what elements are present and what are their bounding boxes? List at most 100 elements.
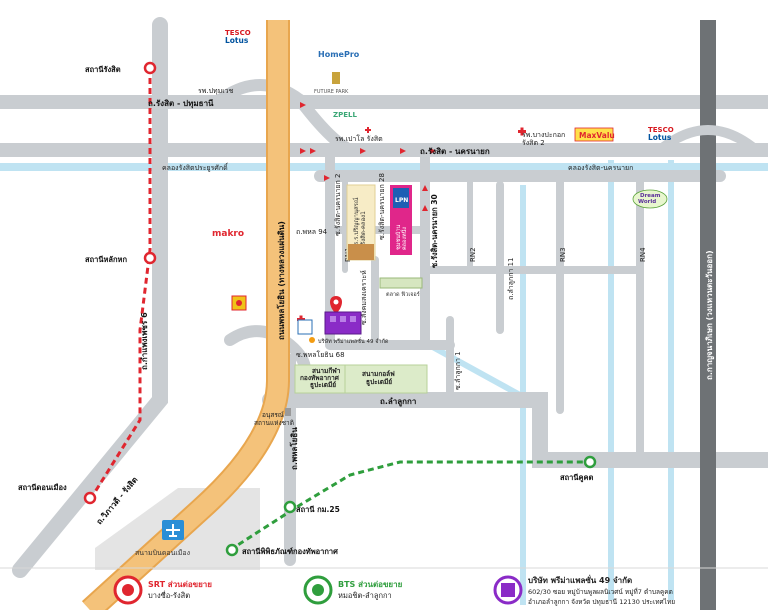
label-road-phahon-68: ซ.พหลโยธิน 68 xyxy=(296,350,345,359)
bts-line xyxy=(229,460,590,552)
svg-text:ตลาด ฟิวเจอร์: ตลาด ฟิวเจอร์ xyxy=(386,291,420,298)
market-building: ตลาด ฟิวเจอร์ xyxy=(379,277,423,298)
legend-bts: BTS ส่วนต่อขยาย หมอชิต-ลำลูกกา xyxy=(303,575,403,605)
station-marker-don-mueang xyxy=(83,491,97,505)
station-marker-lak-hok xyxy=(143,251,157,265)
canal-vertical-3 xyxy=(668,160,674,600)
school-building: ร.ร.ปริญญานุสรณ์ รังสิต-คลอง1 xyxy=(346,184,376,261)
srt-line xyxy=(88,68,152,501)
label-hospital-paolo: รพ.เปาโล รังสิต xyxy=(335,134,383,143)
svg-text:หมอชิต-ลำลูกกา: หมอชิต-ลำลูกกา xyxy=(338,591,392,600)
label-station-rangsit: สถานีรังสิต xyxy=(85,65,121,74)
hospital-pathum-vech: รพ.ปทุมเวช xyxy=(198,87,234,95)
svg-text:FUTURE PARK: FUTURE PARK xyxy=(314,89,349,95)
svg-text:อำเภอลำลูกกา จังหวัด ปทุมธานี: อำเภอลำลูกกา จังหวัด ปทุมธานี 12130 ประเ… xyxy=(528,598,675,606)
interchange-rangsit xyxy=(214,79,306,106)
label-station-don-mueang: สถานีดอนเมือง xyxy=(18,483,67,492)
label-rangsit-canal: คลองรังสิตประยูรศักดิ์ xyxy=(162,162,229,172)
monument: อนุสรณ์ สถานแห่งชาติ xyxy=(254,408,294,427)
maxvalu-logo: MaxValu xyxy=(574,127,615,142)
label-road-lam-luk-ka: ถ.ลำลูกกา xyxy=(380,397,416,407)
station-marker-khu-khot xyxy=(583,455,597,469)
label-road-rangsit-nakhon-nayok: ถ.รังสิต - นครนายก xyxy=(420,147,490,156)
monument-icon xyxy=(285,408,291,416)
interchange-east xyxy=(656,125,760,154)
ramp-rangsit xyxy=(294,94,356,156)
traffic-arrows xyxy=(300,102,436,211)
legend: SRT ส่วนต่อขยาย บางซื่อ-รังสิต BTS ส่วนต… xyxy=(113,574,675,606)
future-park-logo: FUTURE PARK xyxy=(314,72,349,95)
legend-srt: SRT ส่วนต่อขยาย บางซื่อ-รังสิต xyxy=(113,575,212,605)
label-rn2: RN2 xyxy=(469,247,477,262)
label-airport: สนามบินดอนเมือง xyxy=(135,549,190,557)
road-vibhavadi xyxy=(12,17,168,578)
label-soi-rangsit-2: ซ.รังสิต-นครนายก 2 xyxy=(334,174,342,236)
rangsit-canal xyxy=(0,163,768,171)
label-station-khu-khot: สถานีคูคต xyxy=(560,473,593,483)
label-station-km25: สถานี กม.25 xyxy=(296,505,340,514)
tesco-lotus-logo-1: TESCO Lotus xyxy=(225,29,251,45)
label-road-phahonyothin: ถ.พหลโยธิน xyxy=(289,427,299,470)
label-road-lam-luk-ka-1: ซ.ลำลูกกา 1 xyxy=(454,351,462,390)
highway-phahonyothin xyxy=(83,20,288,610)
label-road-rangsit-30: ซ.รังสิต-นครนายก 30 xyxy=(430,194,439,268)
svg-text:TESCO: TESCO xyxy=(225,29,251,37)
label-station-lak-hok: สถานีหลักหก xyxy=(85,255,127,264)
station-marker-air-force-museum xyxy=(225,543,239,557)
station-markers xyxy=(83,61,597,557)
airport: สนามบินดอนเมือง xyxy=(135,520,190,557)
label-road-phahon-94: ถ.พหล 94 xyxy=(296,228,328,236)
makro-logo: makro xyxy=(212,229,244,239)
svg-text:MaxValu: MaxValu xyxy=(579,131,615,140)
legend-company: บริษัท พรีม่าแพลซั่น 49 จำกัด 602/30 ซอย… xyxy=(493,574,675,606)
svg-text:602/30 ซอย หมู่บ้านพูลผลนิเวศน: 602/30 ซอย หมู่บ้านพูลผลนิเวศน์ หมู่ที่7… xyxy=(528,587,673,596)
lpn-building: LPN ชุมชนบ้าน คลองหนึ่ง xyxy=(390,185,412,255)
svg-text:LPN: LPN xyxy=(395,197,408,204)
road-lam-luk-ka xyxy=(262,392,768,468)
stadium-area-2 xyxy=(344,364,428,394)
label-road-lam-luk-ka-11: ถ.ลำลูกกา 11 xyxy=(507,257,515,300)
label-rn4: RN4 xyxy=(639,247,647,262)
label-hospital-pathum-vech: รพ.ปทุมเวช xyxy=(198,87,234,95)
svg-text:SRT ส่วนต่อขยาย: SRT ส่วนต่อขยาย xyxy=(148,580,212,589)
label-soi-rangsit-28: ซ.รังสิต-นครนายก 28 xyxy=(378,173,386,240)
label-station-air-force-museum: สถานีพิพิธภัณฑ์กองทัพอากาศ xyxy=(242,547,338,556)
z-brand-icon xyxy=(297,319,313,335)
company-dot xyxy=(309,337,315,343)
svg-text:บริษัท พรีม่าแพลซั่น 49 จำกัด: บริษัท พรีม่าแพลซั่น 49 จำกัด xyxy=(528,574,632,585)
homepro-logo: HomePro xyxy=(318,50,360,59)
svg-text:BTS ส่วนต่อขยาย: BTS ส่วนต่อขยาย xyxy=(338,580,403,589)
tesco-lotus-logo-2: TESCO Lotus xyxy=(648,126,674,142)
location-pin-icon xyxy=(330,296,342,314)
station-marker-rangsit xyxy=(143,61,157,75)
label-road-kanchanaphisek: ถ.กาญจนาภิเษก (วงแหวนตะวันออก) xyxy=(705,250,715,380)
expressway-kanchanaphisek xyxy=(700,20,716,610)
big-c-icon xyxy=(231,295,247,311)
station-marker-km25 xyxy=(283,500,297,514)
label-company-pin: บริษัท พรีม่าแพลซั่น 49 จำกัด xyxy=(318,337,389,345)
label-road-rangsit-pathum: ถ.รังสิต - ปทุมธานี xyxy=(148,98,214,109)
canal-vertical-2 xyxy=(608,160,614,600)
company-location: บริษัท พรีม่าแพลซั่น 49 จำกัด xyxy=(309,296,389,345)
svg-text:Lotus: Lotus xyxy=(648,133,672,142)
svg-text:Lotus: Lotus xyxy=(225,36,249,45)
svg-text:ชุมชนบ้าน คลองหนึ่ง: ชุมชนบ้าน คลองหนึ่ง xyxy=(395,223,408,250)
svg-text:บางซื่อ-รังสิต: บางซื่อ-รังสิต xyxy=(148,590,190,600)
company-building-icon xyxy=(324,311,362,335)
label-road-main-vertical: ถนนพหลโยธิน (ทางหลวงแผ่นดิน) xyxy=(276,221,286,340)
dream-world-logo: Dream World xyxy=(632,189,668,209)
svg-text:ร.ร.ปริญญานุสรณ์ รังสิต-: ร.ร.ปริญญานุสรณ์ รังสิต-คลอง1 xyxy=(352,196,367,245)
lpn-logo xyxy=(393,188,409,208)
label-stadium-2: สนามกอล์ฟ ธูปะเตมีย์ xyxy=(362,370,397,387)
label-rn3: RN3 xyxy=(559,247,567,262)
svg-text:Dream World: Dream World xyxy=(638,193,662,205)
label-road-kamphaeng-phet-6: ถ.กำแพงเพชร 6 xyxy=(140,312,149,370)
school-icon xyxy=(348,244,374,260)
label-stadium-1: สนามกีฬา กองทัพอากาศ ธูปะเตมีย์ xyxy=(300,367,343,390)
svg-text:อนุสรณ์ สถานแห่งชาติ: อนุสรณ์ สถานแห่งชาติ xyxy=(254,411,294,427)
label-soi-nak-1: ซ.สังคมสงเคราะห์ xyxy=(360,270,368,325)
label-hospital-bangpakok: รพ.บางปะกอก รังสิต 2 xyxy=(522,131,568,147)
hospital-paolo: รพ.เปาโล รังสิต xyxy=(335,127,383,143)
